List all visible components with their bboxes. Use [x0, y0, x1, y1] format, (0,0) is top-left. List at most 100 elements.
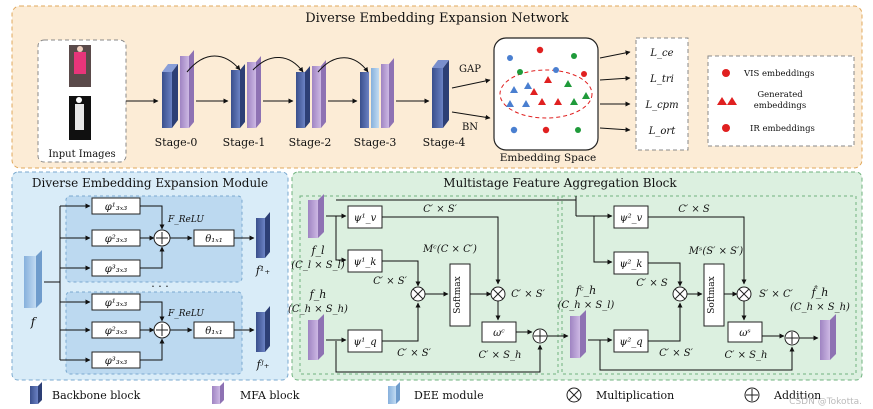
dee-out1-block: [256, 212, 270, 258]
dee-b2-phi-2: φ²₃ₓ₃: [105, 326, 128, 337]
mfa-fh-label: f_h: [309, 288, 327, 301]
mfa-fhc-block: [570, 310, 586, 358]
dee-b2-phi-1: φ¹₃ₓ₃: [105, 298, 128, 309]
mfa-panel-title: Multistage Feature Aggregation Block: [443, 176, 677, 190]
dee-input-block: [24, 250, 42, 308]
generated-embeddings-ellipse: [499, 69, 593, 119]
input-image-visible-head: [77, 46, 83, 52]
dee-b1-relu: F_ReLU: [167, 215, 204, 225]
input-image-infrared-person: [75, 104, 84, 130]
dee-out2-label: fʲ₊: [256, 358, 270, 371]
mfa2-fl-feed: [326, 199, 577, 217]
mfa-fl-dim: (C_l × S_l): [291, 260, 345, 271]
mfa-fhc-label: fᶜ_h: [575, 284, 597, 297]
mfa2-v-line: [648, 216, 747, 285]
mfa-fl-label: f_l: [310, 244, 325, 257]
skip-curve-3: [317, 57, 369, 73]
mfa-out-block: [820, 314, 836, 360]
mfa1-v-dim: C′ × S′: [423, 204, 458, 215]
mfa1-q-line: [382, 302, 421, 342]
legend-generated-icon-1: [717, 97, 727, 105]
legend-dee-icon: [388, 382, 400, 404]
stage-1-block: [231, 56, 261, 128]
dee-b2-line-3: [140, 338, 165, 361]
dee-b2-line-1: [140, 301, 165, 322]
legend-dee-label: DEE module: [414, 389, 484, 402]
stage-label-4: Stage-4: [423, 136, 466, 149]
mfa1-residual: [335, 341, 543, 373]
dee-ellipsis: · · ·: [151, 280, 168, 293]
embedding-space-box: [493, 37, 599, 151]
mfa2-softmax-box: [703, 263, 725, 327]
dee-b1-phi-3: φ³₃ₓ₃: [105, 264, 128, 275]
loss-tri: L_tri: [649, 74, 674, 85]
mfa1-omega: ωᶜ: [493, 328, 505, 339]
losses-box: [635, 37, 689, 151]
watermark: CSDN @Tokotta.: [789, 397, 862, 407]
mfa2-omega: ωˢ: [739, 328, 751, 339]
stage-2-block: [296, 60, 326, 128]
legend-mult-label: Multiplication: [596, 389, 674, 402]
mfa1-omega-dim: C′ × S_h: [479, 350, 522, 361]
stage-4-block: [432, 60, 449, 128]
dee-out1-label: f¹₊: [255, 264, 270, 277]
mfa2-to-psik: [593, 216, 613, 265]
mfa1-mult1-x2: [412, 288, 424, 300]
legend-add-label: Addition: [773, 389, 821, 402]
mfa-out-label: f̂_h: [811, 286, 829, 299]
stage-label-1: Stage-1: [223, 136, 266, 149]
legend-generated-icon-2: [727, 97, 737, 105]
mfa1-softmax-box: [449, 263, 471, 327]
mfa2-k-line: [648, 262, 683, 287]
mfa2-q-dim: C′ × S′: [659, 348, 694, 359]
legend-mult-x2: [568, 389, 580, 401]
dee-out2-block: [256, 306, 270, 352]
mfa2-softmax: Softmax: [707, 276, 717, 314]
legend-ir-icon: [722, 124, 730, 132]
mfa-fh-dim: (C_h × S_h): [288, 304, 348, 315]
mfa1-q-dim: C′ × S′: [397, 348, 432, 359]
mfa-out-dim: (C_h × S_h): [790, 302, 850, 313]
legend-mfa-label: MFA block: [240, 389, 300, 402]
top-panel-title: Diverse Embedding Expansion Network: [305, 11, 569, 26]
dee-b1-line-3: [140, 246, 165, 269]
dee-b1-line-1: [140, 205, 165, 230]
mfa-fhc-dim: (C_h × S_l): [558, 300, 615, 311]
legend-mfa-icon: [212, 382, 224, 404]
arrow-emb-loss-2: [599, 75, 631, 81]
loss-ort: L_ort: [648, 126, 676, 137]
stage-label-2: Stage-2: [289, 136, 332, 149]
skip-curve-2: [252, 57, 304, 73]
loss-cpm: L_cpm: [644, 100, 678, 111]
legend-vis-label: VIS embeddings: [743, 69, 814, 79]
stage-3-block: [360, 58, 394, 128]
mfa2-mult2-dim: S′ × C′: [759, 289, 794, 300]
dee-input-label: f: [30, 315, 38, 329]
mfa2-omega-dim: C′ × S_h: [725, 350, 768, 361]
mfa2-psiq: ψ²_q: [619, 337, 642, 348]
arrow-gap: [451, 78, 491, 89]
dee-b1-phi-1: φ¹₃ₓ₃: [105, 202, 128, 213]
mfa1-psik: ψ¹_k: [354, 257, 377, 268]
legend-ir-label: IR embeddings: [750, 124, 815, 134]
dee-b2-theta: θ₁ₓ₁: [205, 326, 223, 337]
mfa-stage1-box: [299, 195, 559, 375]
mfa-fl-block: [308, 194, 324, 238]
mfa1-softmax: Softmax: [453, 276, 463, 314]
mfa2-v-dim: C′ × S: [678, 204, 710, 215]
embedding-space-label: Embedding Space: [500, 152, 596, 164]
stage-label-0: Stage-0: [155, 136, 198, 149]
dee-b2-relu: F_ReLU: [167, 309, 204, 319]
loss-ce: L_ce: [649, 48, 673, 59]
input-image-visible-person: [74, 52, 86, 74]
stage-0-block: [162, 50, 194, 128]
arrow-bn: [451, 111, 491, 120]
gap-label: GAP: [459, 64, 481, 75]
stage-label-3: Stage-3: [354, 136, 397, 149]
mfa2-k-dim: C′ × S: [636, 278, 668, 289]
input-images-label: Input Images: [48, 149, 115, 160]
mfa1-m-label: Mᶜ(C × C′): [422, 244, 477, 255]
arrow-emb-loss-4: [599, 127, 631, 133]
dee-b2-phi-3: φ³₃ₓ₃: [105, 356, 128, 367]
